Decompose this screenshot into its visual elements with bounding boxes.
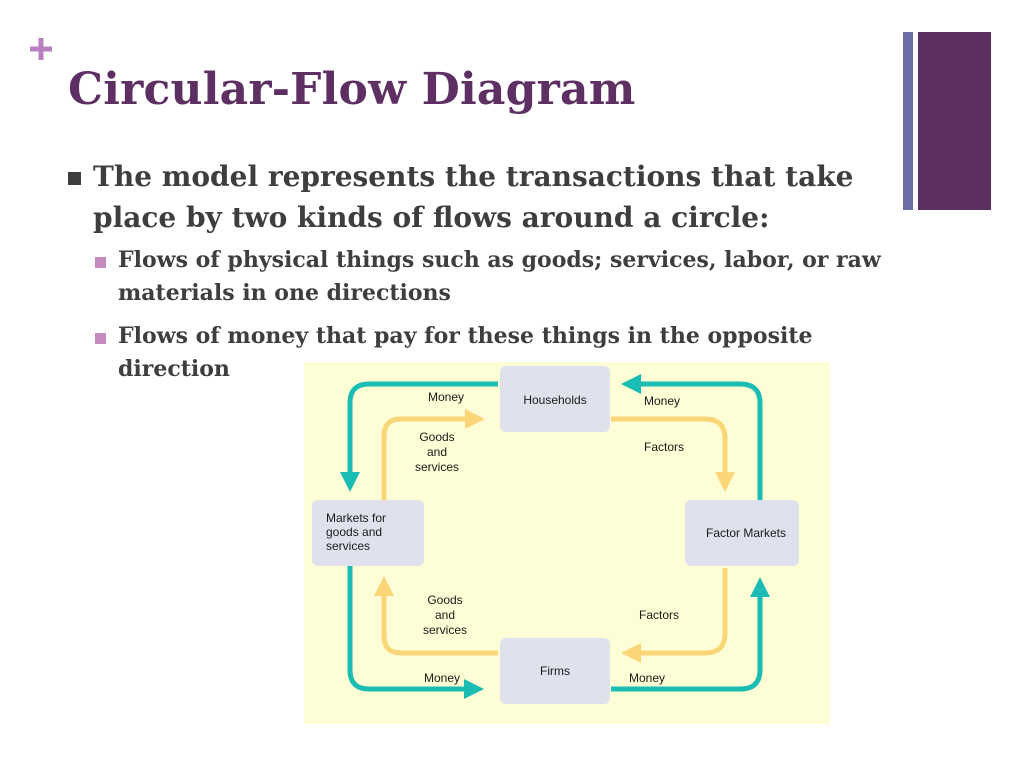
factor-market-label: Factor Markets bbox=[706, 526, 786, 540]
goods-label-line-2: and bbox=[435, 608, 455, 622]
households-box: Households bbox=[500, 366, 610, 432]
goods-label-line-3: services bbox=[415, 460, 459, 474]
firms-label: Firms bbox=[540, 664, 570, 678]
money-arrow-firms-to-factor-market bbox=[611, 577, 770, 692]
main-bullet: The model represents the transactions th… bbox=[68, 156, 898, 238]
sub-bullet-text: Flows of money that pay for these things… bbox=[118, 323, 813, 382]
circular-flow-diagram: Households Firms Markets for goods and s… bbox=[304, 362, 830, 724]
sub-bullet-marker bbox=[95, 333, 106, 344]
money-label: Money bbox=[428, 390, 464, 404]
goods-arrow-firms-to-goods-market bbox=[374, 576, 498, 656]
sub-bullet-marker bbox=[95, 257, 106, 268]
factors-arrow-factor-market-to-firms bbox=[621, 568, 728, 663]
goods-market-label-line-1: Markets for bbox=[326, 511, 386, 525]
main-bullet-text: The model represents the transactions th… bbox=[93, 160, 854, 234]
sub-bullet-physical-flows: Flows of physical things such as goods; … bbox=[95, 244, 895, 310]
money-arrow-factor-market-to-households bbox=[621, 374, 763, 500]
bullet-marker bbox=[68, 172, 81, 185]
goods-market-box: Markets for goods and services bbox=[312, 500, 424, 566]
factors-label: Factors bbox=[644, 440, 684, 454]
slide-title: Circular-Flow Diagram bbox=[68, 64, 636, 115]
goods-arrow-goods-market-to-households bbox=[381, 409, 485, 500]
plus-icon bbox=[30, 38, 52, 60]
money-label: Money bbox=[644, 394, 680, 408]
factor-market-box: Factor Markets bbox=[685, 500, 799, 566]
sub-bullet-money-flows: Flows of money that pay for these things… bbox=[95, 320, 895, 386]
goods-label-line-1: Goods bbox=[419, 430, 454, 444]
goods-label-line-2: and bbox=[427, 445, 447, 459]
goods-market-label-line-3: services bbox=[326, 539, 370, 553]
decor-bar-thick bbox=[918, 32, 991, 210]
factors-arrow-households-to-factor-market bbox=[611, 416, 735, 492]
firms-box: Firms bbox=[500, 638, 610, 704]
goods-label-line-1: Goods bbox=[427, 593, 462, 607]
households-label: Households bbox=[523, 393, 586, 407]
goods-market-label-line-2: goods and bbox=[326, 525, 382, 539]
goods-label-line-3: services bbox=[423, 623, 467, 637]
money-label: Money bbox=[629, 671, 665, 685]
money-arrow-goods-market-to-firms bbox=[347, 557, 484, 699]
decor-bar-thin bbox=[903, 32, 913, 210]
money-label: Money bbox=[424, 671, 460, 685]
factors-label: Factors bbox=[639, 608, 679, 622]
money-arrow-households-to-goods-market bbox=[340, 381, 498, 492]
sub-bullet-text: Flows of physical things such as goods; … bbox=[118, 247, 881, 306]
